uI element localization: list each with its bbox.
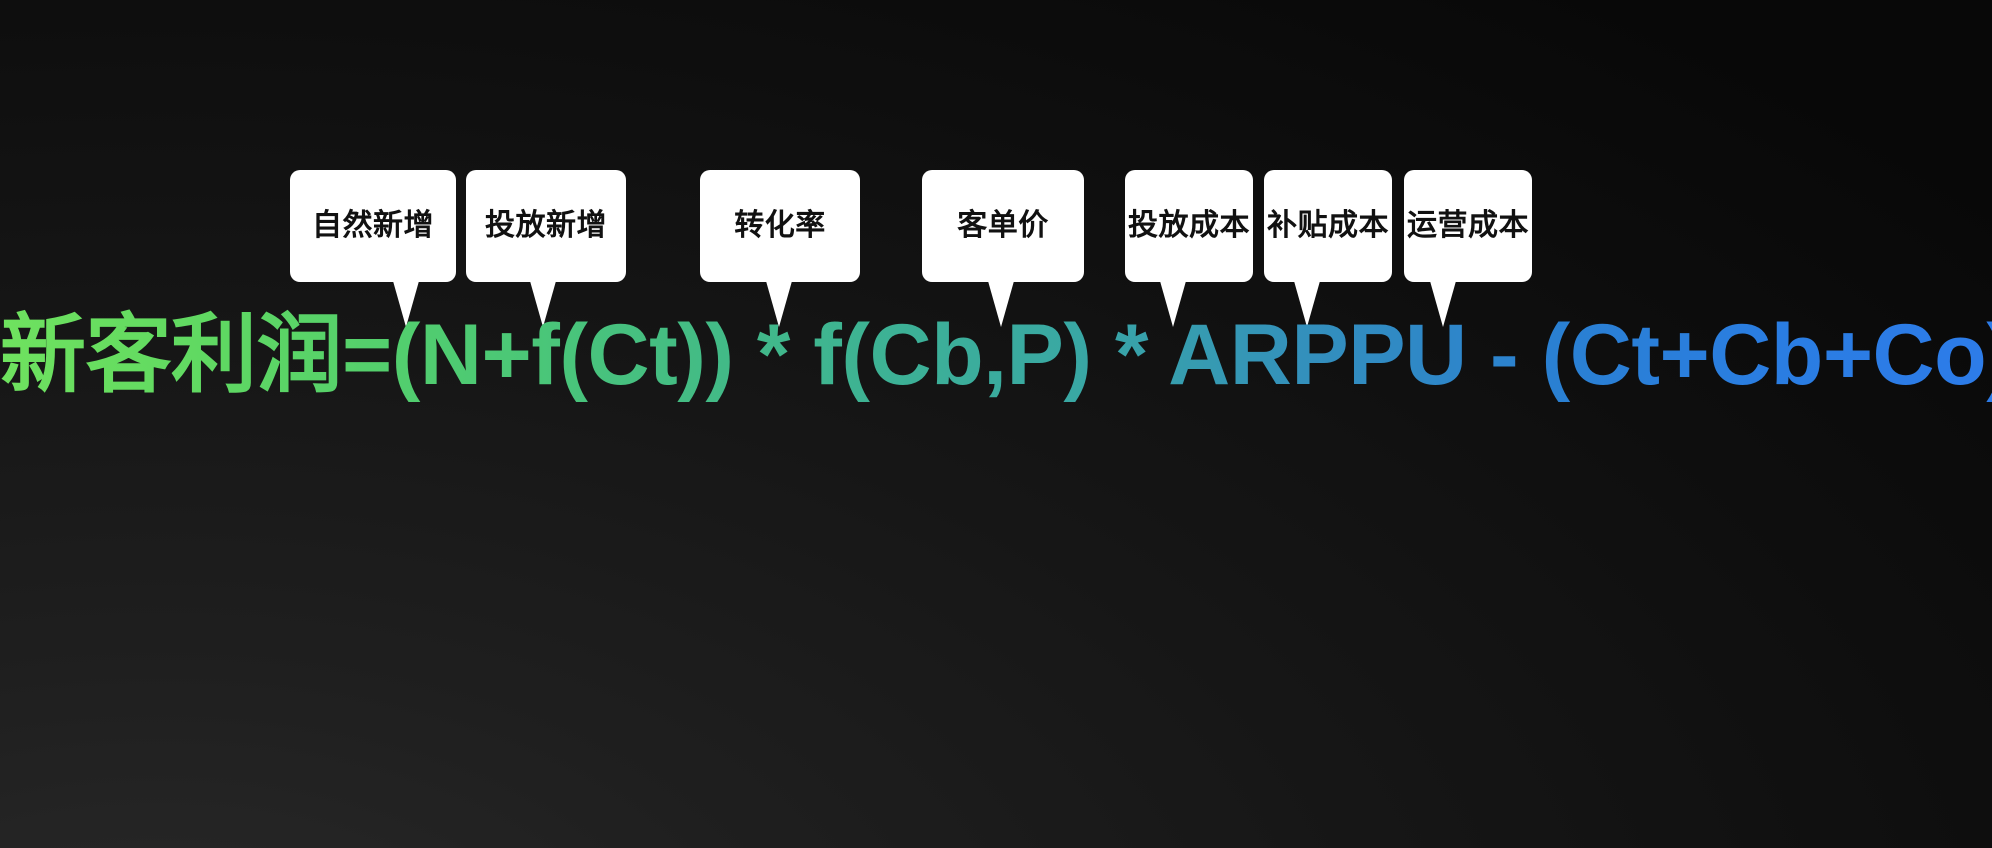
callout-pointer-paid-growth bbox=[530, 281, 556, 327]
callout-box-operation-cost[interactable]: 运营成本 bbox=[1404, 170, 1532, 282]
callout-pointer-subsidy-cost bbox=[1294, 281, 1320, 327]
callout-label: 自然新增 bbox=[312, 209, 434, 242]
callout-label: 投放新增 bbox=[485, 209, 607, 242]
callout-box-acquisition-cost[interactable]: 投放成本 bbox=[1125, 170, 1253, 282]
callout-box-conversion-rate[interactable]: 转化率 bbox=[700, 170, 860, 282]
callout-label: 运营成本 bbox=[1407, 209, 1529, 242]
callout-pointer-average-order-value bbox=[988, 281, 1014, 327]
callout-pointer-organic-growth bbox=[393, 281, 419, 327]
callout-pointer-operation-cost bbox=[1430, 281, 1456, 327]
profit-formula: 新客利润=(N+f(Ct)) * f(Cb,P) * ARPPU - (Ct+C… bbox=[0, 307, 1992, 403]
callout-pointer-conversion-rate bbox=[766, 281, 792, 327]
callout-label: 客单价 bbox=[957, 209, 1049, 242]
callout-label: 补贴成本 bbox=[1267, 209, 1389, 242]
callout-box-average-order-value[interactable]: 客单价 bbox=[922, 170, 1084, 282]
callout-pointer-acquisition-cost bbox=[1160, 281, 1186, 327]
callout-box-organic-growth[interactable]: 自然新增 bbox=[290, 170, 456, 282]
callout-box-paid-growth[interactable]: 投放新增 bbox=[466, 170, 626, 282]
callout-label: 转化率 bbox=[734, 209, 826, 242]
callout-label: 投放成本 bbox=[1128, 209, 1250, 242]
callout-box-subsidy-cost[interactable]: 补贴成本 bbox=[1264, 170, 1392, 282]
